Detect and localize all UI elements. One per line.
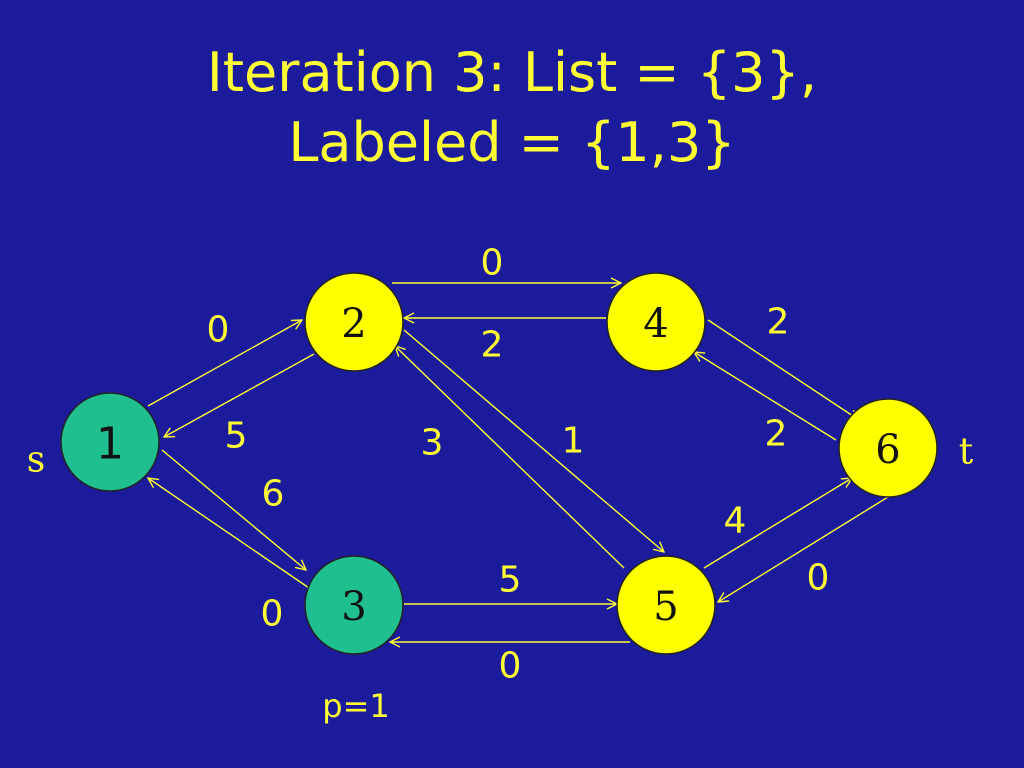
edge-value-2-5: 1 bbox=[562, 421, 585, 462]
node-5: 5 bbox=[616, 555, 716, 655]
node-label-5: 5 bbox=[653, 584, 678, 630]
edge-3-1 bbox=[148, 478, 313, 591]
path-note: p=1 bbox=[322, 687, 389, 725]
edge-value-2-1: 5 bbox=[225, 416, 248, 457]
edge-6-5 bbox=[718, 496, 889, 602]
node-circle-4 bbox=[606, 272, 706, 372]
slide-title: Iteration 3: List = {3}, Labeled = {1,3} bbox=[0, 38, 1024, 178]
node-label-3: 3 bbox=[341, 584, 366, 630]
edges bbox=[147, 283, 889, 642]
node-3: 3 bbox=[304, 555, 404, 655]
edge-value-4-6: 2 bbox=[767, 302, 790, 343]
edge-value-3-5: 5 bbox=[499, 560, 522, 601]
edge-value-6-4: 2 bbox=[765, 414, 788, 455]
node-6: 6 bbox=[838, 398, 938, 498]
edge-1-3 bbox=[161, 449, 306, 570]
node-circle-3 bbox=[304, 555, 404, 655]
node-label-1: 1 bbox=[96, 419, 124, 470]
node-1: 1 bbox=[60, 392, 160, 492]
node-circle-5 bbox=[616, 555, 716, 655]
node-label-6: 6 bbox=[875, 427, 900, 473]
node-label-2: 2 bbox=[341, 301, 366, 347]
edge-value-2-4: 0 bbox=[481, 243, 504, 284]
node-4: 4 bbox=[606, 272, 706, 372]
edge-value-5-2: 3 bbox=[421, 423, 444, 464]
edge-5-2 bbox=[395, 346, 625, 569]
edge-4-6 bbox=[707, 319, 859, 420]
sink-label: t bbox=[959, 432, 974, 473]
edge-value-6-5: 0 bbox=[807, 558, 830, 599]
edge-1-2 bbox=[147, 320, 302, 407]
edge-value-1-3: 6 bbox=[262, 474, 285, 515]
edge-6-4 bbox=[694, 352, 837, 441]
edge-value-1-2: 0 bbox=[207, 310, 230, 351]
source-label: s bbox=[27, 440, 45, 481]
edge-2-5 bbox=[403, 329, 664, 552]
edge-value-4-2: 2 bbox=[481, 325, 504, 366]
node-2: 2 bbox=[304, 272, 404, 372]
node-circle-1 bbox=[60, 392, 160, 492]
edge-value-5-6: 4 bbox=[724, 501, 747, 542]
node-circle-2 bbox=[304, 272, 404, 372]
title-line-1: Iteration 3: List = {3}, bbox=[206, 41, 818, 104]
edge-value-3-1: 0 bbox=[261, 594, 284, 635]
edge-5-6 bbox=[703, 478, 852, 569]
edge-2-1 bbox=[164, 353, 315, 437]
node-circle-6 bbox=[838, 398, 938, 498]
node-label-4: 4 bbox=[643, 301, 668, 347]
title-line-2: Labeled = {1,3} bbox=[288, 111, 736, 174]
edge-value-5-3: 0 bbox=[499, 646, 522, 687]
